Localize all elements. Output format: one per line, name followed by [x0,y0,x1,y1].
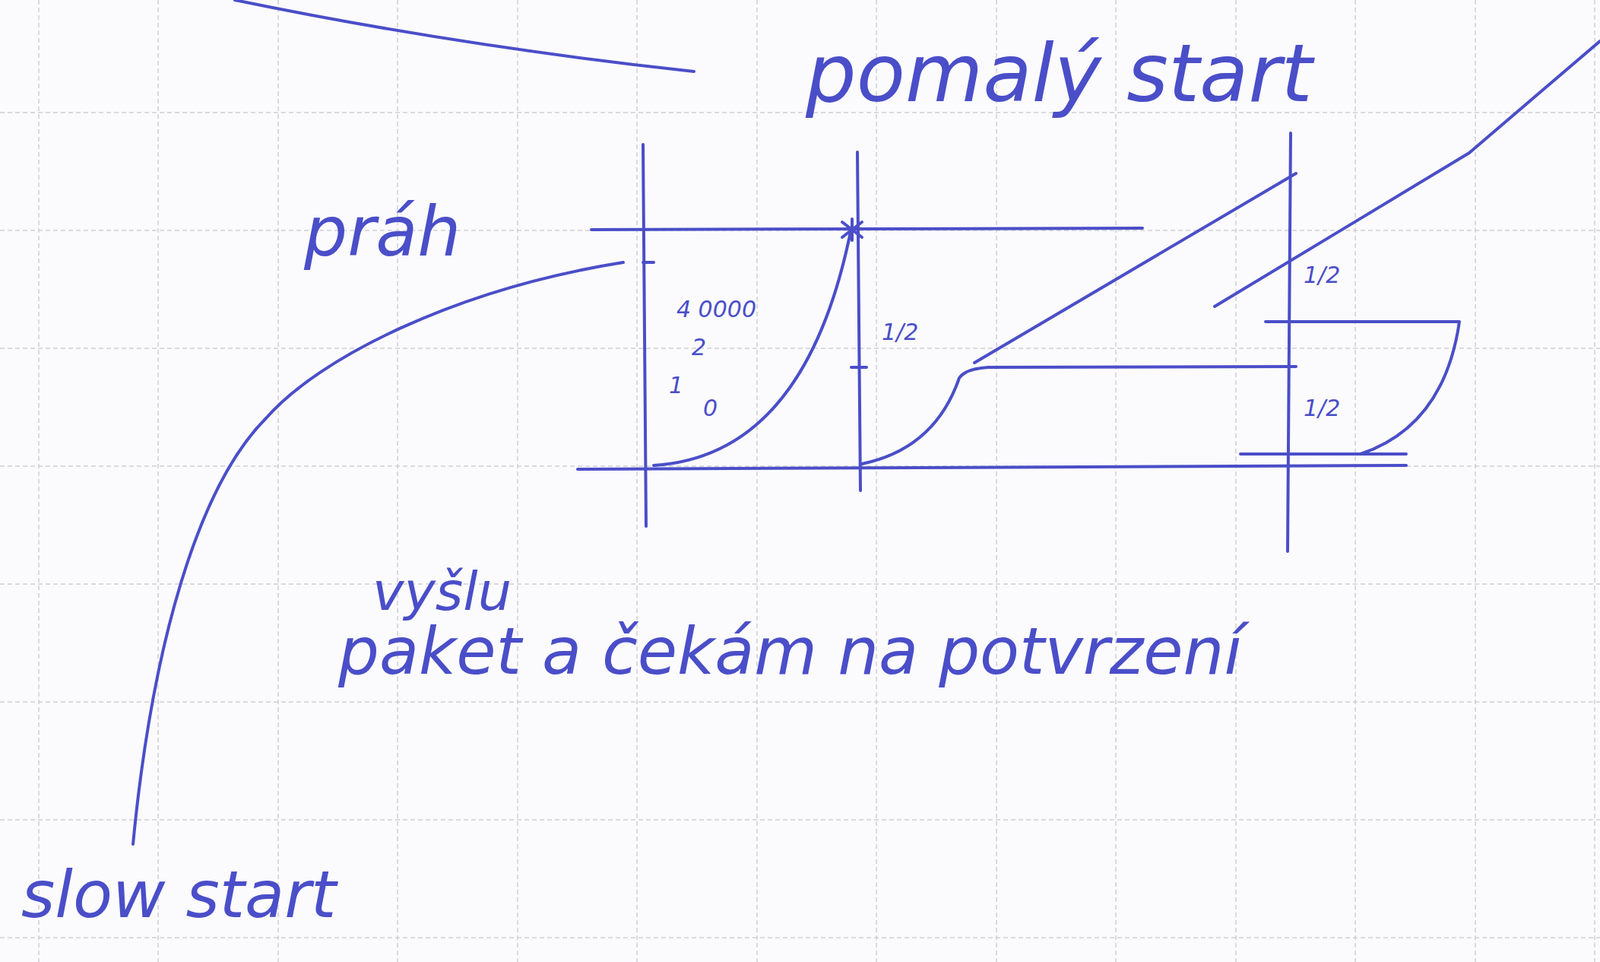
fraction-label: 1/2 [1303,395,1341,421]
note-text: paket a čekám na potvrzení [338,615,1242,688]
note-text: vyšlu [372,562,512,621]
threshold-label: práh [304,193,461,270]
curve-label: slow start [21,858,336,931]
fraction-label: 1/2 [881,319,919,345]
window-value: 2 [691,334,707,360]
ink-strokes [133,0,1600,844]
window-value: 1 [668,372,684,398]
heading-note: pomalý start [805,30,1313,119]
fraction-label: 1/2 [1303,262,1341,288]
window-value: 4 0000 [676,296,757,322]
window-value: 0 [703,395,718,421]
